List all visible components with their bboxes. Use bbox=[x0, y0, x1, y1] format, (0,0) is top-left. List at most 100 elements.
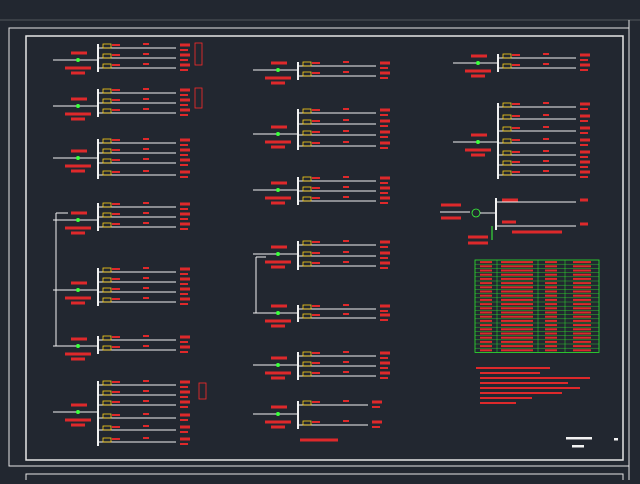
label-mark bbox=[501, 282, 533, 285]
label-mark bbox=[271, 356, 287, 360]
label-mark bbox=[343, 186, 349, 188]
circuit bbox=[298, 351, 390, 359]
breaker-symbol bbox=[102, 277, 112, 283]
circuit bbox=[298, 176, 390, 184]
label-mark bbox=[545, 311, 557, 314]
breaker-symbol bbox=[302, 420, 312, 426]
circuit bbox=[98, 390, 190, 398]
label-mark bbox=[501, 319, 533, 322]
label-mark bbox=[380, 77, 388, 79]
label-mark bbox=[71, 51, 87, 55]
label-mark bbox=[380, 377, 388, 379]
main-breaker-node bbox=[76, 104, 80, 108]
label-mark bbox=[112, 391, 120, 393]
label-mark bbox=[65, 296, 91, 300]
label-mark bbox=[180, 351, 188, 353]
panel bbox=[53, 138, 190, 179]
label-mark bbox=[112, 278, 120, 280]
label-mark bbox=[180, 437, 190, 441]
label-mark bbox=[380, 319, 388, 321]
circuit bbox=[298, 240, 390, 248]
breaker-symbol bbox=[102, 425, 112, 431]
panel bbox=[253, 304, 390, 328]
label-mark bbox=[343, 240, 349, 242]
panel bbox=[53, 42, 203, 75]
label-mark bbox=[343, 351, 349, 353]
label-mark bbox=[312, 72, 320, 74]
circuit bbox=[98, 277, 190, 285]
panel bbox=[453, 53, 590, 78]
circuit bbox=[298, 119, 390, 127]
panel-tag bbox=[194, 42, 203, 66]
label-mark bbox=[143, 212, 149, 214]
label-mark bbox=[312, 120, 320, 122]
label-mark bbox=[480, 328, 492, 331]
circuit bbox=[98, 148, 190, 156]
breaker-symbol bbox=[102, 212, 112, 218]
label-mark bbox=[545, 315, 557, 318]
label-mark bbox=[465, 69, 491, 73]
label-mark bbox=[580, 160, 590, 164]
breaker-symbol bbox=[302, 313, 312, 319]
circuit bbox=[498, 102, 590, 110]
circuit bbox=[298, 313, 390, 321]
label-mark bbox=[573, 294, 591, 297]
label-mark bbox=[180, 208, 188, 210]
circuit bbox=[298, 108, 390, 116]
breaker-symbol bbox=[102, 202, 112, 208]
circuit bbox=[98, 425, 190, 433]
label-mark bbox=[480, 332, 492, 335]
label-mark bbox=[380, 186, 390, 190]
circuit bbox=[298, 141, 390, 149]
label-mark bbox=[143, 148, 149, 150]
label-mark bbox=[271, 181, 287, 185]
label-mark bbox=[501, 311, 533, 314]
label-mark bbox=[380, 108, 390, 112]
main-breaker-node bbox=[276, 311, 280, 315]
label-mark bbox=[271, 245, 287, 249]
circuit bbox=[98, 88, 190, 96]
label-mark bbox=[180, 406, 188, 408]
label-mark bbox=[180, 218, 188, 220]
label-mark bbox=[180, 400, 190, 404]
label-mark bbox=[580, 69, 588, 71]
label-mark bbox=[143, 63, 149, 65]
label-mark bbox=[180, 88, 190, 92]
label-mark bbox=[71, 403, 87, 407]
label-mark bbox=[65, 66, 91, 70]
label-mark bbox=[271, 145, 285, 149]
label-mark bbox=[180, 443, 188, 445]
label-mark bbox=[380, 192, 388, 194]
label-mark bbox=[143, 108, 149, 110]
label-mark bbox=[271, 61, 287, 65]
label-mark bbox=[71, 117, 85, 121]
label-mark bbox=[380, 125, 388, 127]
label-mark bbox=[143, 380, 149, 382]
circuit bbox=[498, 138, 590, 146]
circuit bbox=[498, 63, 590, 71]
label-mark bbox=[573, 345, 591, 348]
label-mark bbox=[112, 139, 120, 141]
breaker-symbol bbox=[102, 138, 112, 144]
breaker-symbol bbox=[502, 114, 512, 120]
label-mark bbox=[71, 357, 85, 361]
label-mark bbox=[580, 144, 588, 146]
label-mark bbox=[312, 177, 320, 179]
label-mark bbox=[480, 324, 492, 327]
label-mark bbox=[343, 261, 349, 263]
circuit bbox=[98, 138, 190, 146]
circuit bbox=[498, 150, 590, 158]
label-mark bbox=[543, 138, 549, 140]
circuit bbox=[498, 53, 590, 61]
circuit bbox=[98, 158, 190, 166]
label-mark bbox=[143, 202, 149, 204]
label-mark bbox=[380, 251, 390, 255]
label-mark bbox=[471, 74, 485, 78]
circuit bbox=[298, 186, 390, 194]
circuit bbox=[298, 400, 382, 408]
label-mark bbox=[112, 346, 120, 348]
label-mark bbox=[380, 304, 390, 308]
label-mark bbox=[480, 282, 492, 285]
label-mark bbox=[71, 97, 87, 101]
